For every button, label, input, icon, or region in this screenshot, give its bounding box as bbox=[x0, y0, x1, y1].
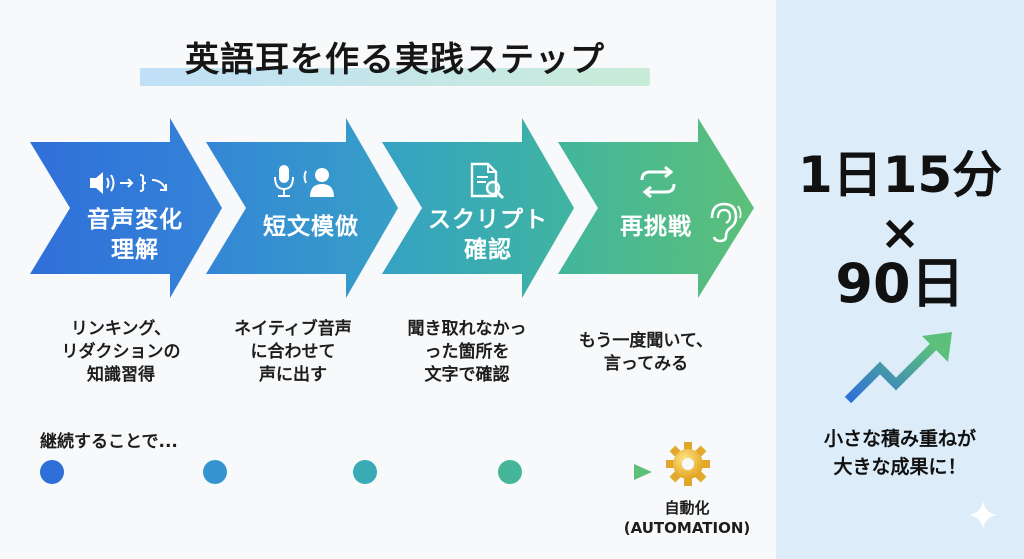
page-title: 英語耳を作る実践ステップ bbox=[185, 40, 605, 80]
daily-minutes: 1日15分 bbox=[797, 146, 1003, 204]
document-search-icon bbox=[470, 162, 505, 200]
step-label-3: スクリプト 確認 bbox=[428, 207, 548, 263]
step-description-3: 聞き取れなかっ った箇所を 文字で確認 bbox=[407, 319, 527, 385]
gear-icon bbox=[666, 442, 710, 486]
automation-label: 自動化 (AUTOMATION) bbox=[623, 499, 751, 537]
step-arrow-4 bbox=[558, 118, 754, 298]
step-label-4: 再挑戦 bbox=[620, 214, 692, 240]
microphone-person-icon bbox=[274, 165, 334, 197]
ear-icon bbox=[710, 202, 742, 243]
sparkle-icon bbox=[969, 501, 997, 529]
step-description-1: リンキング、 リダクションの 知識習得 bbox=[61, 319, 181, 385]
title-highlight bbox=[140, 68, 650, 86]
timeline-point-3 bbox=[353, 460, 377, 484]
timeline-point-1 bbox=[40, 460, 64, 484]
timeline-label: 継続することで... bbox=[40, 432, 178, 452]
timeline-point-2 bbox=[203, 460, 227, 484]
step-label-1: 音声変化 理解 bbox=[87, 207, 183, 263]
summary-caption: 小さな積み重ねが 大きな成果に！ bbox=[823, 428, 976, 478]
summary-panel bbox=[776, 0, 1024, 559]
step-arrow-1 bbox=[30, 118, 222, 298]
sound-change-icon bbox=[90, 172, 167, 194]
step-description-4: もう一度聞いて、 言ってみる bbox=[578, 331, 714, 374]
days-count: 90日 bbox=[835, 252, 965, 315]
timeline-point-4 bbox=[498, 460, 522, 484]
step-arrow-2 bbox=[206, 118, 398, 298]
step-description-2: ネイティブ音声 に合わせて 声に出す bbox=[234, 319, 352, 385]
step-label-2: 短文模倣 bbox=[263, 214, 359, 240]
title-block: 英語耳を作る実践ステップ bbox=[140, 28, 650, 90]
repeat-icon bbox=[640, 165, 676, 199]
timeline-track bbox=[40, 460, 652, 484]
step-arrows bbox=[30, 118, 754, 298]
multiply-sign: × bbox=[879, 205, 921, 261]
step-arrow-3 bbox=[382, 118, 574, 298]
growth-arrow-icon bbox=[844, 332, 952, 404]
main-area bbox=[0, 0, 776, 559]
